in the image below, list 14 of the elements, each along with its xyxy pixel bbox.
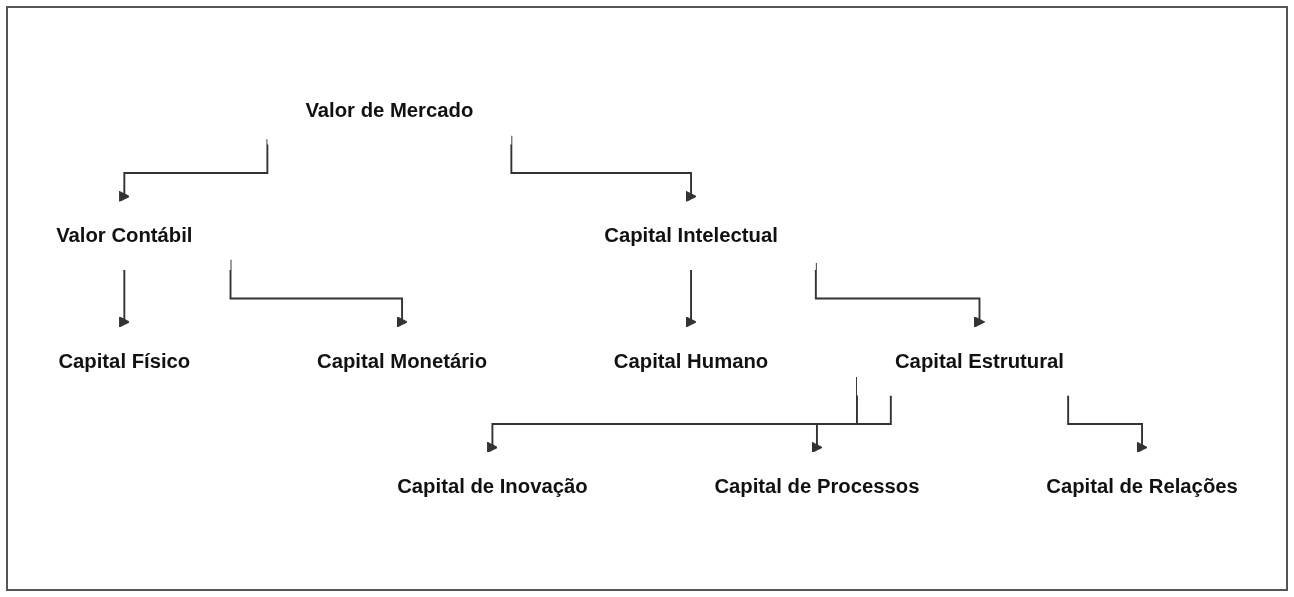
node-text: Capital de Relações xyxy=(1046,475,1238,497)
arrow xyxy=(811,394,892,453)
arrow xyxy=(118,269,130,328)
node-text: Capital Físico xyxy=(58,349,191,372)
node-text: Valor Contábil xyxy=(56,224,193,246)
node-text: Capital Estrutural xyxy=(894,349,1064,372)
arrow xyxy=(1067,394,1148,453)
node-text: Capital Monetário xyxy=(317,349,488,372)
node-text: Capital de Processos xyxy=(714,475,920,497)
node-text: Capital Intelectual xyxy=(604,224,778,246)
arrow xyxy=(685,269,697,328)
node-text: Capital Humano xyxy=(613,349,769,372)
node-text: Capital de Inovação xyxy=(397,475,588,497)
node-text: Valor de Mercado xyxy=(305,98,474,121)
